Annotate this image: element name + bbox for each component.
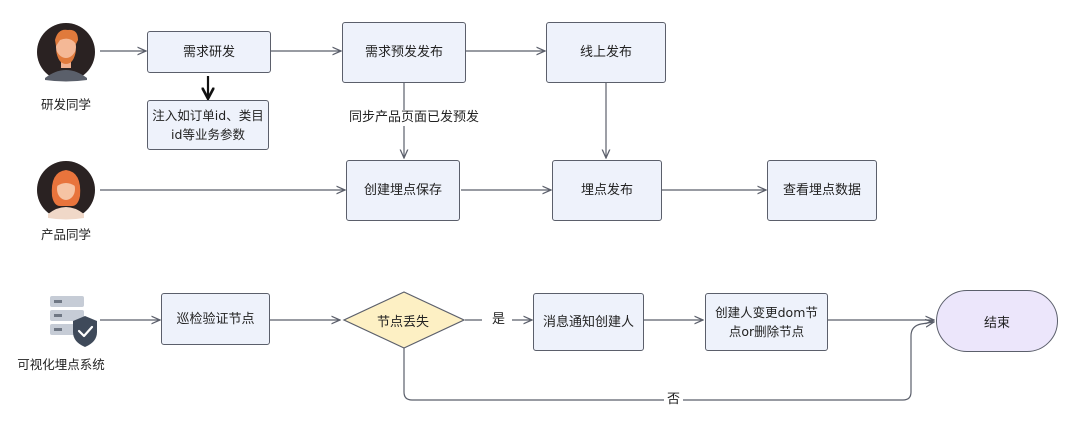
actor-product-label: 产品同学	[40, 227, 91, 242]
node-req-dev: 需求研发	[147, 31, 271, 73]
node-online-release: 线上发布	[546, 22, 666, 83]
product-avatar	[37, 161, 95, 220]
edge-label-yes: 是	[489, 312, 509, 328]
dev-avatar	[37, 23, 95, 82]
server-shield-icon	[50, 296, 97, 347]
node-inject-line1: 注入如订单id、类目	[152, 108, 264, 123]
node-change-line1: 创建人变更dom节	[715, 305, 818, 320]
decision-diamond	[342, 291, 466, 349]
node-notify: 消息通知创建人	[533, 293, 644, 351]
edge-lost-no	[403, 322, 934, 401]
node-publish: 埋点发布	[552, 160, 662, 221]
node-view-data: 查看埋点数据	[767, 160, 877, 221]
node-inject-line2: id等业务参数	[171, 127, 245, 142]
node-lost-label: 节点丢失	[376, 314, 429, 330]
node-end: 结束	[936, 290, 1058, 352]
node-change-dom: 创建人变更dom节 点or删除节点	[705, 293, 828, 351]
node-pre-release: 需求预发发布	[342, 22, 466, 83]
edge-label-no: 否	[664, 392, 684, 408]
node-inject-params: 注入如订单id、类目 id等业务参数	[147, 100, 269, 150]
actor-dev-label: 研发同学	[40, 97, 91, 112]
node-inspect: 巡检验证节点	[161, 293, 270, 345]
edge-label-sync: 同步产品页面已发预发	[346, 110, 483, 126]
actor-system-label: 可视化埋点系统	[17, 357, 105, 372]
node-change-line2: 点or删除节点	[728, 324, 805, 339]
node-create-save: 创建埋点保存	[346, 160, 460, 221]
